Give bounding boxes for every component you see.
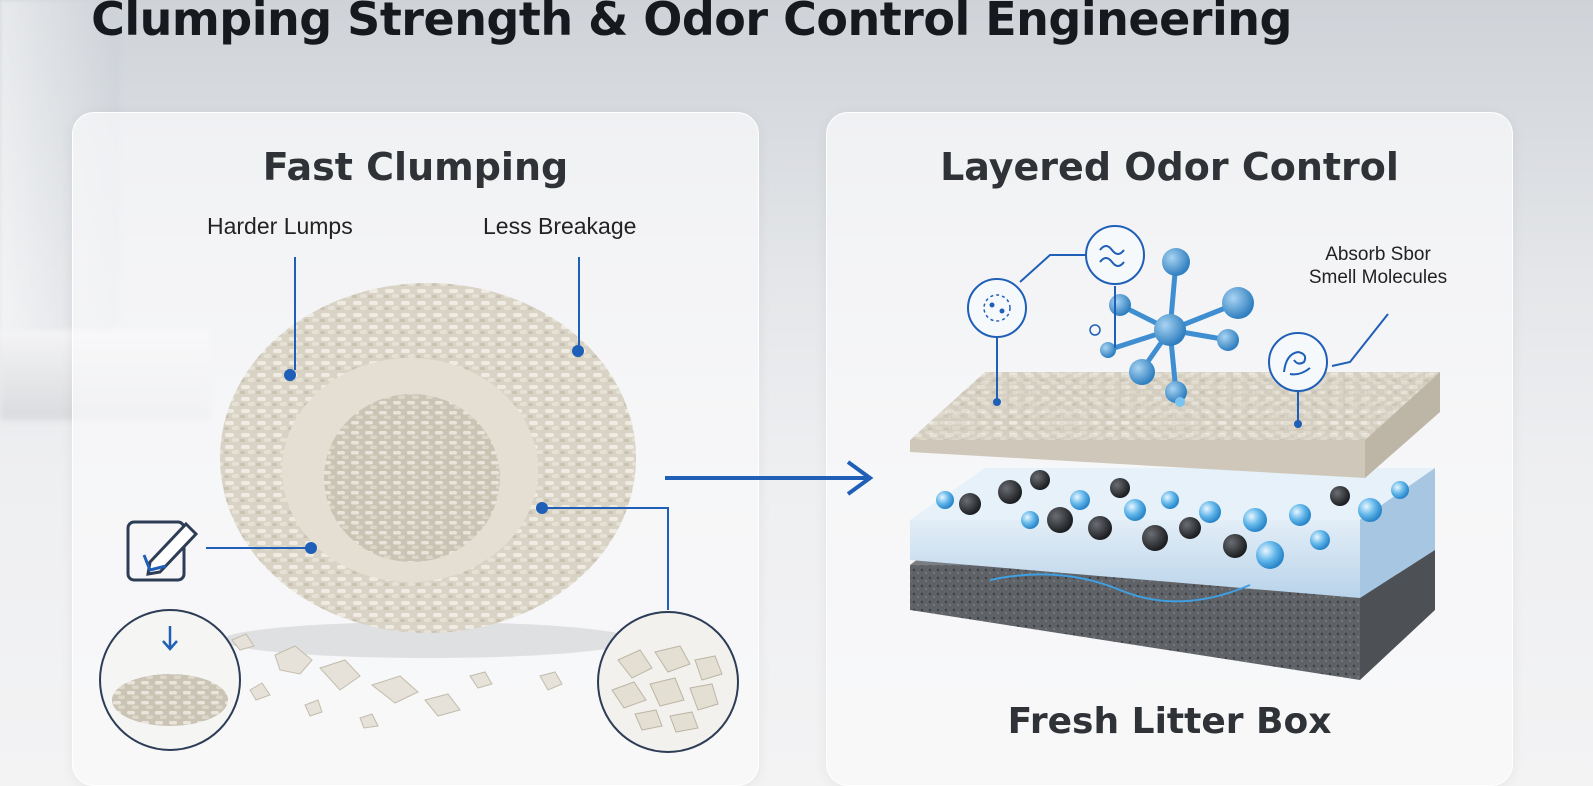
- absorb-callout-line1: Absorb Sbor: [1325, 244, 1431, 265]
- callout-dot-molecule: [1175, 397, 1185, 407]
- litter-clump: [220, 283, 636, 658]
- absorb-callout: Absorb Sbor Smell Molecules: [1283, 243, 1473, 289]
- small-ring-icon: [1089, 324, 1101, 336]
- charcoal-and-bubbles: [936, 470, 1409, 569]
- odor-wave-icon: [1085, 225, 1145, 285]
- compacted-granules-zoom: [99, 609, 241, 751]
- less-breakage-label: Less Breakage: [483, 213, 637, 239]
- page-title: Clumping Strength & Odor Control Enginee…: [91, 0, 1292, 46]
- arrow-down-icon: [162, 626, 178, 651]
- harder-lumps-label: Harder Lumps: [207, 213, 353, 239]
- callout-dot-top-layer: [993, 398, 1001, 406]
- fast-clumping-title: Fast Clumping: [262, 145, 569, 189]
- left-callout-lines: [206, 257, 669, 610]
- callout-dot-zoom: [536, 502, 548, 514]
- edit-icon: [126, 520, 199, 582]
- odor-control-title: Layered Odor Control: [940, 145, 1399, 189]
- right-callout-lines: [996, 254, 1389, 422]
- callout-dot-harder: [284, 369, 296, 381]
- broken-fragments: [231, 633, 563, 729]
- microbe-icon: [967, 278, 1027, 338]
- arrow-right-icon: [665, 460, 874, 496]
- fresh-litter-box-label: Fresh Litter Box: [1007, 701, 1332, 742]
- absorb-callout-line2: Smell Molecules: [1308, 267, 1448, 288]
- callout-dot-edit: [305, 542, 317, 554]
- callout-dot-slab: [1294, 420, 1302, 428]
- nose-icon: [1268, 332, 1328, 392]
- callout-dot-less: [572, 345, 584, 357]
- broken-chunks-zoom: [597, 611, 739, 753]
